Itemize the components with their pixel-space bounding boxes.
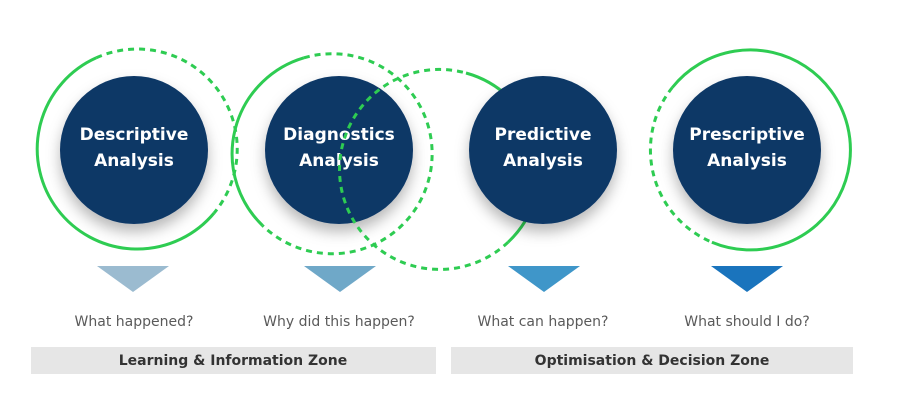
- ring-dashed: [261, 52, 434, 256]
- stage-title-line1: Diagnostics: [283, 125, 395, 145]
- ring-solid: [671, 48, 852, 252]
- zone-learning-information: Learning & Information Zone: [31, 347, 436, 374]
- stage-circle: [469, 76, 617, 224]
- zone-label: Learning & Information Zone: [119, 353, 347, 369]
- stage-title-line2: Analysis: [707, 151, 787, 171]
- pointer-triangle: [97, 266, 169, 292]
- pointer-triangle: [304, 266, 376, 292]
- ring-dashed: [338, 67, 510, 271]
- stage-circle: [673, 76, 821, 224]
- zone-optimisation-decision: Optimisation & Decision Zone: [451, 347, 853, 374]
- zone-label: Optimisation & Decision Zone: [535, 353, 770, 369]
- stage-question: What should I do?: [684, 314, 810, 330]
- stage-descriptive: Descriptive Analysis What happened?: [35, 47, 239, 330]
- zone-bar: [31, 347, 436, 374]
- stage-question: What happened?: [75, 314, 194, 330]
- stage-title-line1: Predictive: [494, 125, 591, 145]
- stage-title-line2: Analysis: [94, 151, 174, 171]
- zone-bar: [451, 347, 853, 374]
- stage-question: Why did this happen?: [263, 314, 415, 330]
- stage-circle: [265, 76, 413, 224]
- stage-predictive: Predictive Analysis What can happen?: [338, 67, 617, 330]
- pointer-triangle: [508, 266, 580, 292]
- stage-circle: [60, 76, 208, 224]
- ring-dashed: [648, 86, 713, 244]
- stage-title-line1: Descriptive: [80, 125, 189, 145]
- stage-title-line2: Analysis: [503, 151, 583, 171]
- ring-solid: [35, 56, 216, 251]
- stage-title-line1: Prescriptive: [689, 125, 805, 145]
- ring-solid: [230, 56, 305, 227]
- pointer-triangle: [711, 266, 783, 292]
- stage-question: What can happen?: [478, 314, 609, 330]
- ring-dashed: [95, 47, 239, 214]
- stage-prescriptive: Prescriptive Analysis What should I do?: [648, 48, 852, 330]
- stage-title-line2: Analysis: [299, 151, 379, 171]
- stage-diagnostics: Diagnostics Analysis Why did this happen…: [230, 52, 434, 330]
